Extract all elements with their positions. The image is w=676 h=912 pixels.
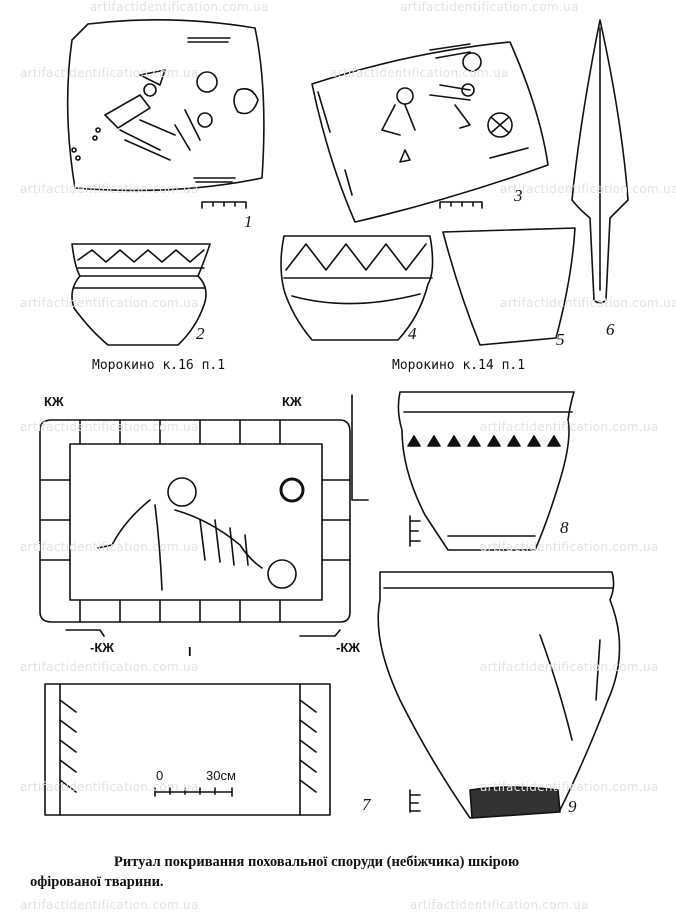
figure-number-3: 3 bbox=[514, 186, 523, 205]
burial-plan-1 bbox=[66, 19, 265, 209]
pot-4 bbox=[280, 235, 434, 341]
pot-9 bbox=[377, 571, 621, 819]
burial-plan-3 bbox=[311, 41, 549, 223]
figure-number-7: 7 bbox=[362, 795, 371, 814]
caption-line-2: офірованої тварини. bbox=[30, 874, 164, 890]
label-kzh-bottom-left: -КЖ bbox=[90, 640, 115, 655]
figure-number-1: 1 bbox=[244, 212, 253, 231]
figure-caption: Ритуал покривання поховальної споруди (н… bbox=[30, 852, 660, 892]
pot-5 bbox=[442, 227, 576, 346]
pot-8 bbox=[397, 391, 575, 551]
label-kzh-top-right: КЖ bbox=[282, 394, 302, 409]
figure-number-2: 2 bbox=[196, 324, 205, 343]
figure-number-8: 8 bbox=[560, 518, 569, 537]
pot-2 bbox=[71, 243, 211, 346]
figure-number-5: 5 bbox=[556, 330, 565, 349]
caption-line-1: Ритуал покривання поховальної споруди (н… bbox=[114, 854, 520, 870]
label-section-mark: I bbox=[188, 644, 192, 659]
scale-end: 30см bbox=[206, 768, 236, 783]
figure-number-9: 9 bbox=[568, 797, 577, 816]
spearhead-6 bbox=[571, 19, 629, 304]
scale-start: 0 bbox=[156, 768, 164, 783]
grave-plan-7 bbox=[39, 394, 369, 816]
caption-left-group: Морокино к.16 п.1 bbox=[92, 358, 226, 373]
label-kzh-bottom-right: -КЖ bbox=[336, 640, 361, 655]
figure-number-6: 6 bbox=[606, 320, 615, 339]
figure-number-4: 4 bbox=[408, 324, 417, 343]
caption-right-group: Морокино к.14 п.1 bbox=[392, 358, 526, 373]
label-kzh-top-left: КЖ bbox=[44, 394, 64, 409]
